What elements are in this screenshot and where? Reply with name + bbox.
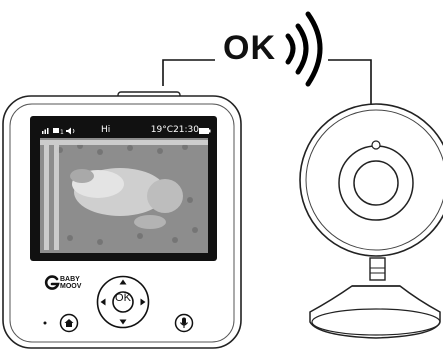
camera-neck [370, 258, 385, 280]
power-led [44, 322, 47, 325]
brand-logo-icon [44, 275, 60, 291]
nav-up-button[interactable] [96, 275, 150, 289]
nav-down-button[interactable] [96, 315, 150, 329]
svg-text:1: 1 [60, 129, 64, 136]
brand-line-1: BABY [60, 276, 100, 283]
video-feed [40, 138, 208, 253]
temperature-readout: 19°C [145, 124, 173, 136]
battery-full-icon [199, 128, 211, 134]
signal-waves-icon [288, 14, 320, 84]
home-button[interactable] [59, 313, 79, 333]
talk-button[interactable] [174, 313, 194, 333]
nav-left-button[interactable] [96, 289, 110, 315]
time-readout: 21:30 [173, 124, 199, 136]
brand-line-2: MOOV [60, 283, 100, 290]
camera-sensor [372, 141, 380, 149]
brand-logo: BABY MOOV [60, 276, 100, 290]
mode-indicator: Hi [101, 124, 121, 136]
ok-button[interactable]: OK [112, 292, 134, 304]
signal-ok-label: OK [223, 28, 283, 68]
baby-camera [300, 104, 443, 338]
camera-base [310, 286, 440, 338]
camera-lens [354, 161, 398, 205]
nav-right-button[interactable] [136, 289, 150, 315]
